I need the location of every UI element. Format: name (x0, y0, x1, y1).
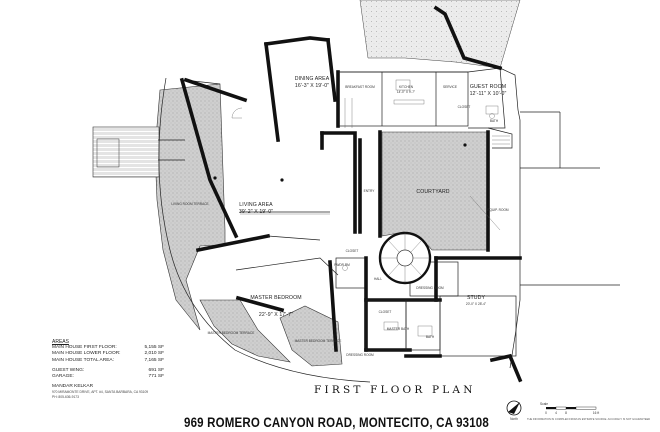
scale-tick-3: 16 ft (593, 411, 599, 415)
breakfast-room-label: BREAKFAST ROOM (345, 85, 375, 89)
area-row-label: GUEST WING: (52, 367, 85, 373)
study-label: STUDY (467, 295, 486, 301)
guest-room-dims: 12'-11" X 10'-0" (470, 91, 507, 97)
master-terrace-label-2: MASTER BEDROOM TERRACE (295, 339, 342, 343)
area-row-label: MAIN HOUSE FIRST FLOOR: (52, 345, 117, 351)
kitchen-dims: 14'-0" X 9'-7" (397, 90, 415, 94)
guest-bath-label: BATH (490, 119, 499, 123)
areas-table: AREAS MAIN HOUSE FIRST FLOOR: 5,155 SF M… (52, 339, 164, 399)
master-closet-label: CLOSET (379, 310, 392, 314)
area-row-label: MAIN HOUSE TOTAL AREA: (52, 357, 114, 363)
service-label: SERVICE (443, 85, 457, 89)
area-row-value: 2,010 SF (144, 351, 164, 357)
guest-room-label: GUEST ROOM (470, 84, 506, 90)
master-terrace-paving (199, 299, 343, 367)
disclaimer-text: THE INFORMATION IN COMPILED FROM AN ESTI… (527, 418, 651, 421)
equip-room-label: EQUIP. ROOM (487, 208, 509, 212)
deck-stairs (92, 126, 185, 178)
guest-closet-label: CLOSET (458, 105, 471, 109)
walls (179, 5, 523, 383)
owner-address: 970 MIRAMONTE DRIVE, APT. #4, SANTA BARB… (52, 390, 149, 395)
scale-tick-0: 0 (545, 411, 547, 415)
scale-tick-1: 4 (555, 411, 557, 415)
area-row-value: 7,165 SF (144, 357, 164, 363)
area-row-label: MAIN HOUSE LOWER FLOOR: (52, 351, 121, 357)
fixtures (213, 79, 501, 337)
driveway-paving (359, 0, 521, 69)
owner-name: MANDAR KELKAR (52, 384, 94, 390)
plan-title: FIRST FLOOR PLAN (314, 384, 476, 396)
entry-label: ENTRY (364, 189, 376, 193)
room-labels: DINING AREA 16'-3" X 19'-0" BREAKFAST RO… (171, 76, 509, 357)
living-terrace-label: LIVING ROOM TERRACE (171, 202, 208, 206)
living-room-terrace-paving (154, 83, 226, 331)
dining-area-label: DINING AREA (295, 76, 330, 82)
study-dims: 20'-0" X 28'-4" (466, 302, 486, 306)
area-row: MAIN HOUSE TOTAL AREA: 7,165 SF (52, 358, 164, 364)
scale-tick-2: 8 (565, 411, 567, 415)
area-row: MAIN HOUSE FIRST FLOOR: 5,155 SF (52, 345, 164, 351)
property-address: 969 ROMERO CANYON ROAD, MONTECITO, CA 93… (184, 415, 489, 430)
powder-room-label: PWDR RM (334, 263, 350, 267)
dressing-room-label-2: DRESSING ROOM (346, 353, 374, 357)
courtyard-label: COURTYARD (416, 189, 449, 195)
dining-area-dims: 16'-3" X 19'-0" (295, 83, 329, 89)
area-row: GUEST WING: 691 SF (52, 368, 164, 374)
master-bath-label: MASTER BATH (387, 327, 410, 331)
scale-label: Scale (540, 402, 548, 406)
hall-label: HALL (374, 277, 382, 281)
area-row-value: 771 SF (148, 374, 164, 380)
master-bedroom-dims: 22'-9" X 17'-7" (259, 312, 293, 318)
master-bedroom-label: MASTER BEDROOM (250, 295, 301, 301)
living-area-dims: 39'-2" X 19'-0" (239, 209, 273, 215)
living-area-label: LIVING AREA (239, 202, 273, 208)
area-row: GARAGE: 771 SF (52, 374, 164, 380)
areas-heading: AREAS (52, 339, 69, 345)
area-row-label: GARAGE: (52, 374, 74, 380)
east-stairs (487, 127, 513, 149)
hall-closet-label: CLOSET (346, 249, 359, 253)
master-terrace-label-1: MASTER BEDROOM TERRACE (208, 331, 255, 335)
kitchen-label: KITCHEN (399, 85, 414, 89)
dressing-room-label-1: DRESSING ROOM (416, 286, 444, 290)
owner-phone: PH: 805-636-9173 (52, 394, 79, 399)
spiral-staircase (378, 231, 432, 285)
area-row: MAIN HOUSE LOWER FLOOR: 2,010 SF (52, 351, 164, 357)
area-row-value: 5,155 SF (144, 345, 164, 351)
study-bath-label: BATH (426, 335, 435, 339)
north-arrow-icon: North (506, 400, 522, 421)
scale-bar: Scale 0 4 8 16 ft (540, 402, 599, 415)
north-label: North (510, 417, 518, 421)
area-row-value: 691 SF (148, 367, 164, 373)
